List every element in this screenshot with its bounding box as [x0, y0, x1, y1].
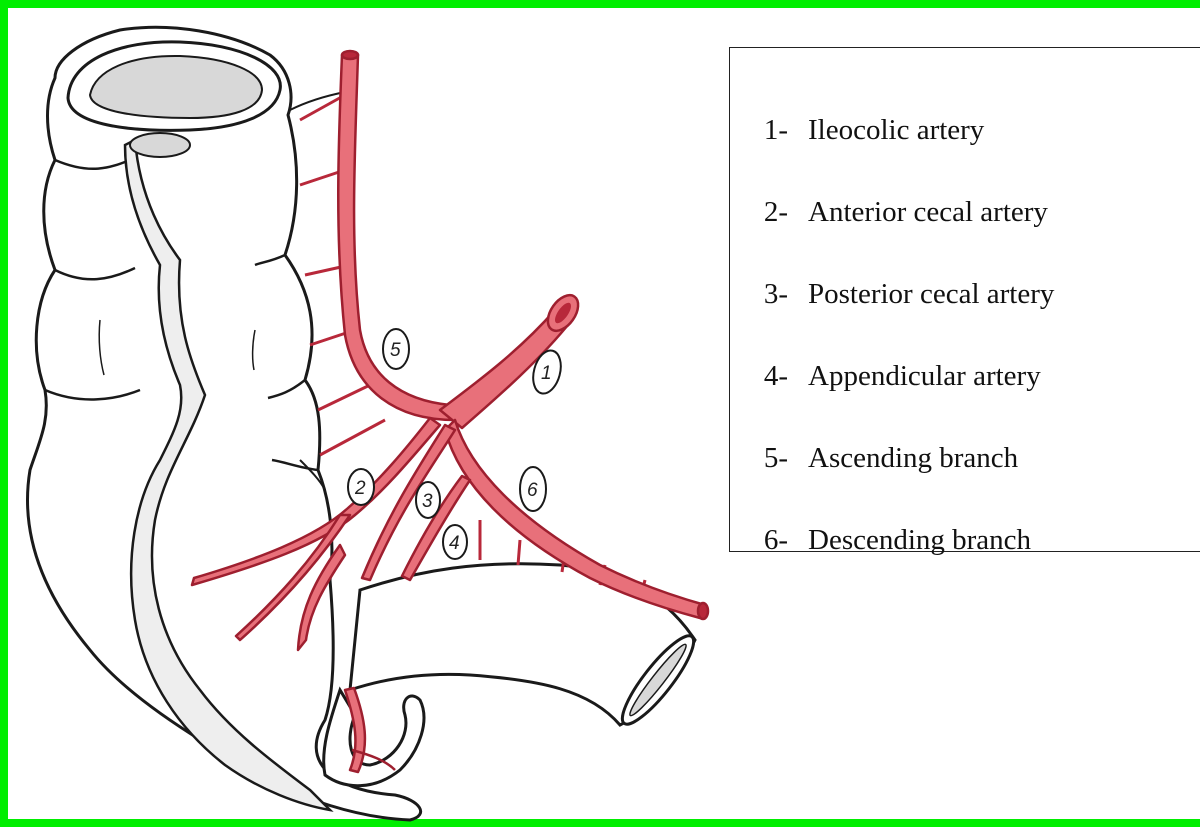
legend-item-5: 5- Ascending branch — [730, 438, 1018, 478]
legend-item-2: 2- Anterior cecal artery — [730, 192, 1048, 232]
legend-item-1: 1- Ileocolic artery — [730, 110, 984, 150]
legend-label: Posterior cecal artery — [808, 278, 1054, 311]
legend-number: 2- — [730, 196, 788, 229]
legend-label: Appendicular artery — [808, 360, 1041, 393]
legend-number: 6- — [730, 524, 788, 557]
marker-2: 2 — [354, 478, 366, 499]
ascending-colon — [28, 27, 421, 820]
legend-label: Ileocolic artery — [808, 114, 984, 147]
appendix — [324, 690, 424, 786]
legend-number: 3- — [730, 278, 788, 311]
legend-box: 1- Ileocolic artery 2- Anterior cecal ar… — [729, 47, 1200, 552]
marker-5: 5 — [390, 340, 401, 361]
marker-6: 6 — [527, 480, 538, 501]
marker-1: 1 — [541, 363, 552, 384]
legend-number: 4- — [730, 360, 788, 393]
legend-item-3: 3- Posterior cecal artery — [730, 274, 1054, 314]
marker-4: 4 — [449, 533, 460, 554]
colon-lumen — [68, 42, 280, 130]
legend-item-6: 6- Descending branch — [730, 520, 1031, 560]
legend-number: 5- — [730, 442, 788, 475]
legend-label: Anterior cecal artery — [808, 196, 1048, 229]
legend-label: Ascending branch — [808, 442, 1018, 475]
legend-number: 1- — [730, 114, 788, 147]
marker-3: 3 — [422, 491, 433, 512]
legend-label: Descending branch — [808, 524, 1031, 557]
legend-item-4: 4- Appendicular artery — [730, 356, 1041, 396]
